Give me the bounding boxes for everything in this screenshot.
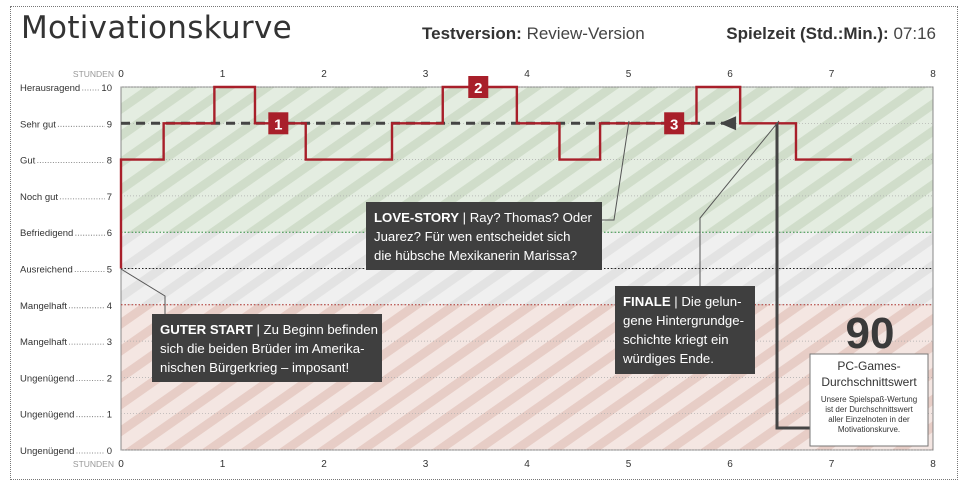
x-tick-top: 3 bbox=[423, 69, 429, 80]
x-tick-top: 8 bbox=[930, 69, 936, 80]
annotation-box bbox=[366, 202, 602, 270]
annotation-leader bbox=[602, 120, 630, 221]
marker-box bbox=[268, 112, 289, 135]
y-tick-label: Ungenügend bbox=[20, 373, 74, 384]
annotation-text: sich die beiden Brüder im Amerika- bbox=[160, 341, 365, 356]
x-tick-top: 6 bbox=[727, 69, 733, 80]
score-note: Unsere Spielspaß-Wertung bbox=[821, 395, 917, 404]
score-label: PC-Games- bbox=[837, 359, 900, 373]
annotation-body: nischen Bürgerkrieg – imposant! bbox=[160, 360, 349, 375]
version-label: Testversion: bbox=[422, 24, 522, 43]
x-tick-top: 0 bbox=[118, 69, 124, 80]
annotation-text: nischen Bürgerkrieg – imposant! bbox=[160, 360, 349, 375]
x-tick-bottom: 7 bbox=[829, 459, 835, 470]
playtime-label: Spielzeit (Std.:Min.): bbox=[726, 24, 889, 43]
y-tick-label: Mangelhaft bbox=[20, 301, 67, 312]
x-tick-bottom: 4 bbox=[524, 459, 530, 470]
x-tick-bottom: 1 bbox=[220, 459, 226, 470]
x-tick-bottom: 0 bbox=[118, 459, 124, 470]
annotation-text: Juarez? Für wen entscheidet sich bbox=[374, 229, 570, 244]
y-tick-value: 5 bbox=[107, 265, 112, 276]
score-note: aller Einzelnoten in der bbox=[828, 415, 910, 424]
y-tick-value: 4 bbox=[107, 301, 112, 312]
annotation-text: LOVE-STORY | Ray? Thomas? Oder bbox=[374, 210, 593, 225]
x-tick-bottom: 6 bbox=[727, 459, 733, 470]
y-tick-label: Sehr gut bbox=[20, 119, 56, 130]
marker-label: 1 bbox=[274, 116, 282, 133]
x-tick-bottom: 3 bbox=[423, 459, 429, 470]
y-tick-label: Befriedigend bbox=[20, 228, 73, 239]
y-tick-value: 8 bbox=[107, 156, 112, 167]
annotation-body: | Zu Beginn befinden bbox=[253, 322, 378, 337]
annotation-text: GUTER START | Zu Beginn befinden bbox=[160, 322, 378, 337]
annotation-body: | Ray? Thomas? Oder bbox=[459, 210, 593, 225]
x-tick-top: 5 bbox=[626, 69, 632, 80]
y-tick-value: 9 bbox=[107, 119, 112, 130]
annotation-body: gene Hintergrundge- bbox=[623, 313, 744, 328]
y-tick-label: Mangelhaft bbox=[20, 337, 67, 348]
annotation-text: gene Hintergrundge- bbox=[623, 313, 744, 328]
annotation-title: GUTER START bbox=[160, 322, 253, 337]
annotation-text: schichte kriegt ein bbox=[623, 332, 729, 347]
score-box bbox=[809, 353, 929, 447]
annotation-text: würdiges Ende. bbox=[622, 351, 714, 366]
y-tick-label: Herausragend bbox=[20, 83, 80, 94]
page-title: Motivationskurve bbox=[21, 10, 292, 46]
annotation-body: Juarez? Für wen entscheidet sich bbox=[374, 229, 570, 244]
score-note: Motivationskurve. bbox=[838, 425, 900, 434]
annotation-body: | Die gelun- bbox=[671, 294, 742, 309]
average-connector bbox=[775, 123, 810, 430]
annotation-title: FINALE bbox=[623, 294, 671, 309]
x-tick-bottom: 8 bbox=[930, 459, 936, 470]
x-tick-top: 7 bbox=[829, 69, 835, 80]
marker-label: 3 bbox=[670, 116, 678, 133]
y-tick-value: 2 bbox=[107, 373, 112, 384]
y-tick-value: 6 bbox=[107, 228, 112, 239]
x-tick-bottom: 5 bbox=[626, 459, 632, 470]
x-axis-label: STUNDEN bbox=[73, 69, 114, 79]
annotation-body: würdiges Ende. bbox=[622, 351, 714, 366]
x-tick-top: 4 bbox=[524, 69, 530, 80]
annotation-leader bbox=[120, 268, 166, 314]
playtime-info: Spielzeit (Std.:Min.): 07:16 bbox=[726, 24, 936, 44]
y-tick-label: Noch gut bbox=[20, 192, 58, 203]
y-tick-label: Ausreichend bbox=[20, 265, 73, 276]
x-tick-top: 1 bbox=[220, 69, 226, 80]
y-tick-value: 0 bbox=[107, 446, 112, 457]
annotation-box bbox=[152, 314, 382, 382]
annotation-text: FINALE | Die gelun- bbox=[623, 294, 742, 309]
annotation-body: die hübsche Mexikanerin Marissa? bbox=[374, 248, 577, 263]
y-tick-label: Gut bbox=[20, 156, 36, 167]
x-tick-bottom: 2 bbox=[321, 459, 327, 470]
annotation-title: LOVE-STORY bbox=[374, 210, 459, 225]
marker-box bbox=[664, 112, 685, 135]
y-tick-value: 1 bbox=[107, 410, 112, 421]
y-tick-value: 7 bbox=[107, 192, 112, 203]
score-label: Durchschnittswert bbox=[821, 375, 917, 389]
score-value: 90 bbox=[846, 309, 895, 358]
version-info: Testversion: Review-Version bbox=[422, 24, 645, 44]
marker-label: 2 bbox=[474, 80, 482, 97]
y-tick-label: Ungenügend bbox=[20, 410, 74, 421]
annotation-body: sich die beiden Brüder im Amerika- bbox=[160, 341, 365, 356]
annotation-body: schichte kriegt ein bbox=[623, 332, 729, 347]
average-arrow bbox=[719, 116, 737, 131]
x-tick-top: 2 bbox=[321, 69, 327, 80]
annotation-text: die hübsche Mexikanerin Marissa? bbox=[374, 248, 577, 263]
y-tick-value: 3 bbox=[107, 337, 112, 348]
y-tick-value: 10 bbox=[101, 83, 112, 94]
version-value: Review-Version bbox=[526, 24, 645, 43]
annotation-box bbox=[615, 286, 755, 374]
marker-box bbox=[468, 76, 489, 98]
score-note: ist der Durchschnittswert bbox=[825, 405, 913, 414]
playtime-value: 07:16 bbox=[893, 24, 936, 43]
x-axis-label: STUNDEN bbox=[73, 459, 114, 469]
y-tick-label: Ungenügend bbox=[20, 446, 74, 457]
annotation-leader bbox=[699, 120, 780, 286]
